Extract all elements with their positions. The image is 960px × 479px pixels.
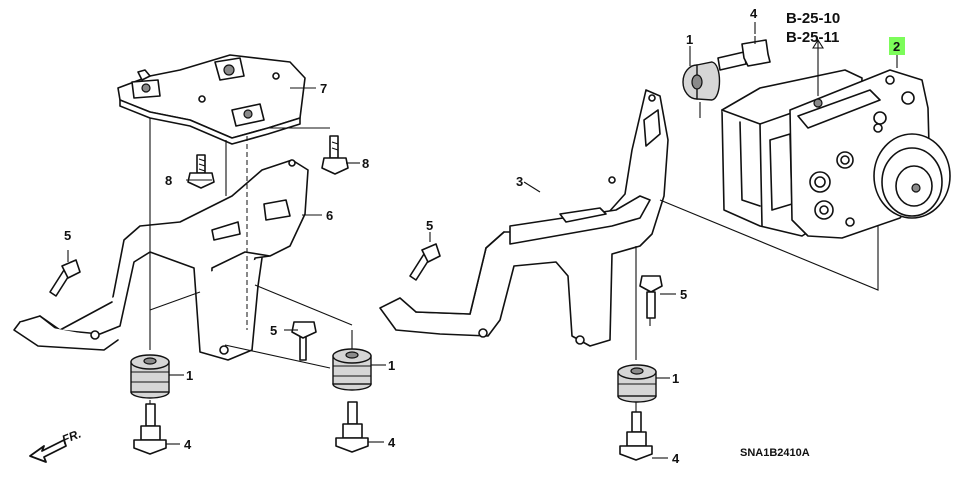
bolt-right-mid bbox=[639, 275, 663, 319]
callout-stud-bolt-left: 4 bbox=[184, 437, 192, 452]
rubber-mount-left bbox=[130, 354, 170, 399]
front-direction-arrow: FR. bbox=[29, 427, 83, 463]
callout-rubber-mount-left: 1 bbox=[186, 368, 193, 383]
callout-bolt-right-mid: 5 bbox=[680, 287, 687, 302]
callout-modulator-bracket-right: 3 bbox=[516, 174, 523, 189]
rubber-mount-right bbox=[617, 364, 657, 403]
abs-modulator bbox=[721, 69, 951, 239]
rubber-mount-center bbox=[332, 348, 372, 391]
flange-bolt-left bbox=[187, 154, 215, 189]
stud-bolt-left bbox=[133, 403, 167, 455]
callout-bolt-far-left: 5 bbox=[64, 228, 71, 243]
callout-flange-bolt-left: 8 bbox=[165, 173, 172, 188]
reference-label-1[interactable]: B-25-10 bbox=[786, 10, 840, 27]
callout-stud-bolt-right: 4 bbox=[672, 451, 680, 466]
bolt-center-left bbox=[291, 321, 317, 361]
callout-stud-bolt-top: 4 bbox=[750, 6, 758, 21]
callout-rubber-mount-top: 1 bbox=[686, 32, 693, 47]
modulator-callout-highlight bbox=[889, 37, 905, 55]
callout-rubber-mount-center: 1 bbox=[388, 358, 395, 373]
lower-bracket-left bbox=[13, 159, 309, 361]
callout-flange-bolt-right-upper: 8 bbox=[362, 156, 369, 171]
callout-lower-bracket-left: 6 bbox=[326, 208, 333, 223]
front-label: FR. bbox=[60, 427, 83, 447]
callout-upper-stay-bracket: 7 bbox=[320, 81, 327, 96]
callout-bolt-right-far: 5 bbox=[426, 218, 433, 233]
bolt-right-far bbox=[409, 243, 441, 281]
modulator-bracket-right bbox=[379, 89, 669, 347]
rubber-mount-top bbox=[682, 61, 721, 101]
stud-bolt-right bbox=[619, 411, 653, 461]
stud-bolt-top bbox=[717, 36, 771, 71]
callout-rubber-mount-right: 1 bbox=[672, 371, 679, 386]
upper-stay-bracket bbox=[117, 54, 306, 145]
callout-abs-modulator: 2 bbox=[893, 39, 900, 54]
reference-label-2[interactable]: B-25-11 bbox=[786, 29, 839, 46]
stud-bolt-center bbox=[335, 401, 369, 453]
diagram-code: SNA1B2410A bbox=[740, 447, 810, 459]
callout-bolt-center-left: 5 bbox=[270, 323, 277, 338]
flange-bolt-right-upper bbox=[321, 135, 349, 175]
callout-stud-bolt-center: 4 bbox=[388, 435, 396, 450]
bolt-far-left bbox=[49, 259, 81, 297]
